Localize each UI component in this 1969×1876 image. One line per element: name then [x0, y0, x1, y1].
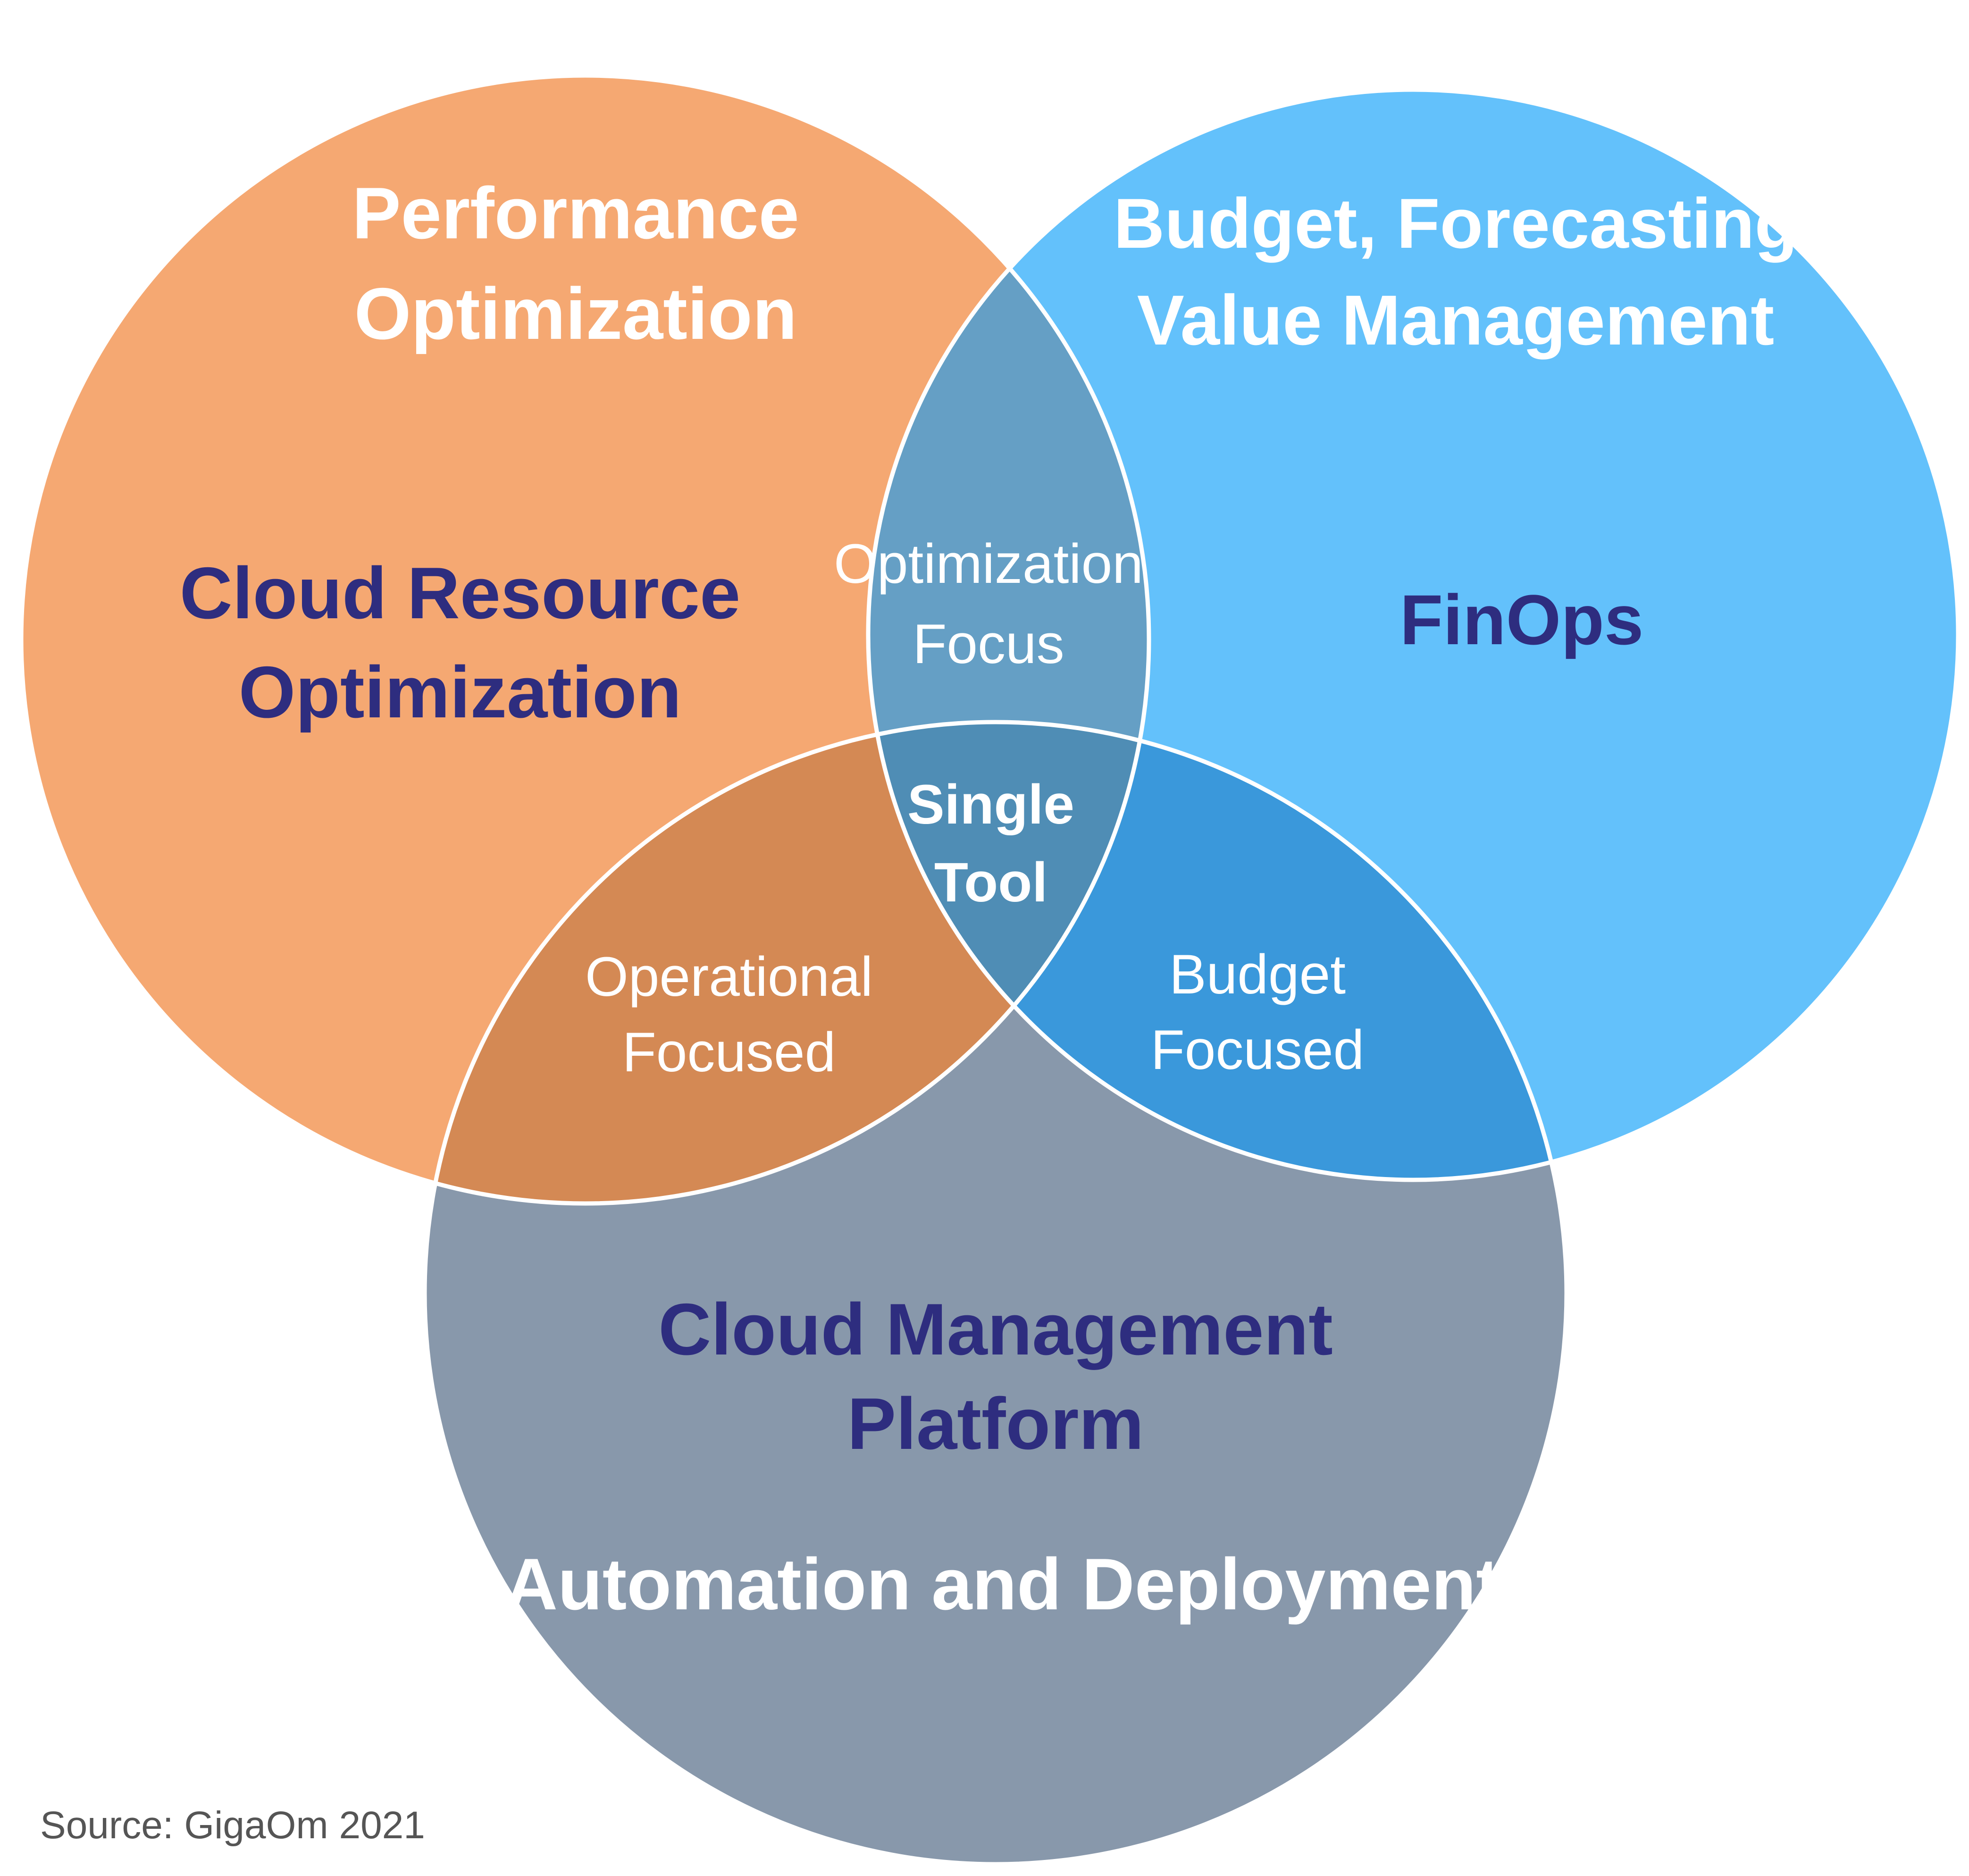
outline-right	[866, 87, 1961, 1182]
outline-left	[19, 73, 1151, 1206]
bottom-subtitle: Automation and Deployment	[505, 1543, 1500, 1625]
bottom-title-line2: Platform	[847, 1383, 1144, 1464]
left-title-line2: Optimization	[239, 651, 682, 733]
overlap-operational-focused-line2: Focused	[622, 1021, 836, 1084]
overlap-optimization-focus-line2: Focus	[913, 613, 1064, 675]
overlap-budget-focused-line1: Budget	[1169, 943, 1346, 1006]
left-header-line1: Performance	[352, 172, 799, 254]
overlap-single-tool-line2: Tool	[934, 851, 1047, 914]
right-header-line1: Budget, Forecasting	[1114, 184, 1798, 263]
left-title-line1: Cloud Resource	[180, 552, 741, 634]
overlap-optimization-focus-line1: Optimization	[834, 533, 1143, 595]
right-header-line2: Value Management	[1137, 280, 1774, 360]
right-title: FinOps	[1400, 580, 1644, 659]
overlap-budget-focused	[868, 722, 1567, 1180]
outline-bottom	[422, 720, 1569, 1867]
left-header-line2: Optimization	[354, 273, 797, 354]
overlap-budget-focused-line2: Focused	[1151, 1019, 1365, 1081]
overlap-operational-focused	[425, 722, 1149, 1203]
overlap-single-tool-line1: Single	[907, 774, 1074, 836]
overlap-operational-focused-line1: Operational	[585, 946, 873, 1008]
bottom-title-line1: Cloud Management	[658, 1288, 1333, 1370]
source-caption: Source: GigaOm 2021	[40, 1804, 425, 1847]
